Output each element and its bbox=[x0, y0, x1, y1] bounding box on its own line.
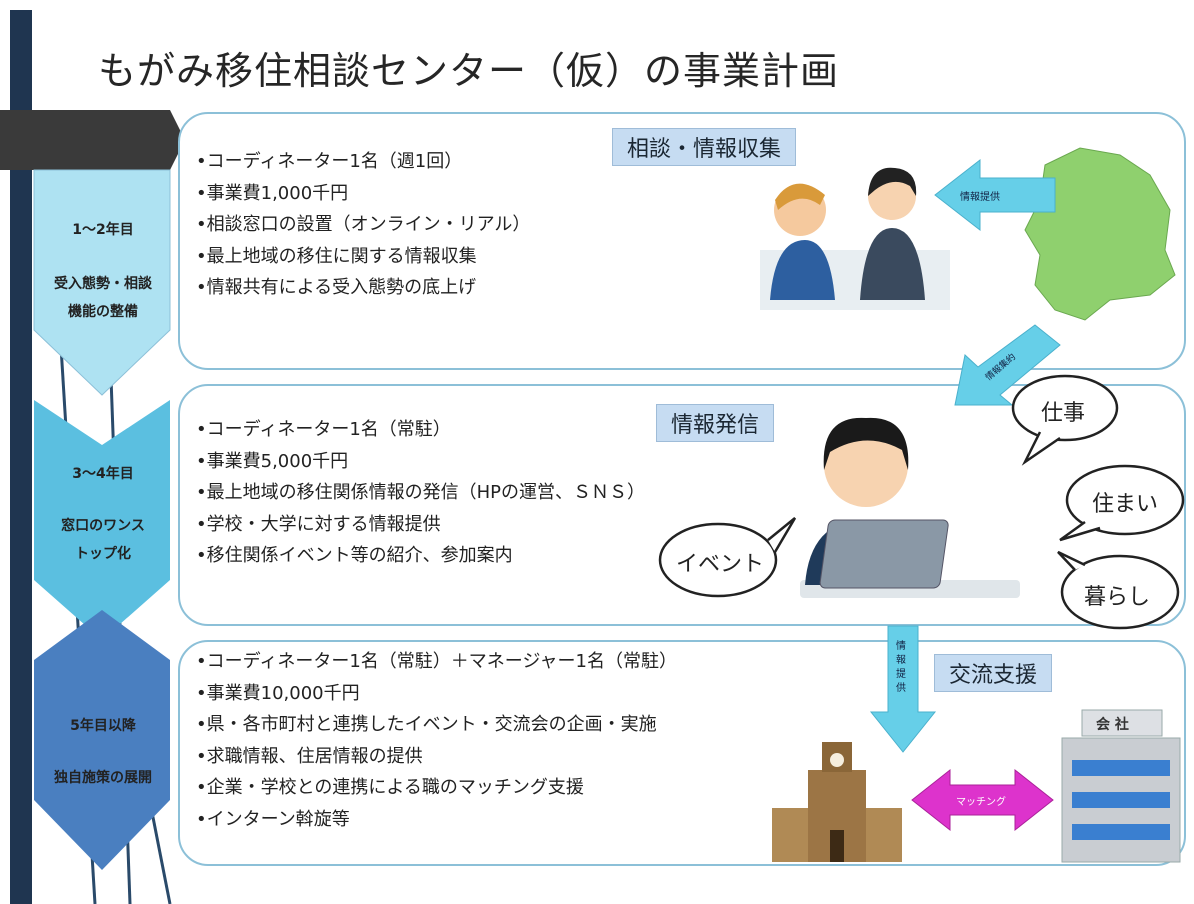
stage-chevron-1 bbox=[33, 169, 171, 396]
stage-2-line2: トップ化 bbox=[75, 546, 131, 562]
bullet-item: •コーディネーター1名（常駐）＋マネージャー1名（常駐） bbox=[196, 651, 677, 672]
bubble-housing-text: 住まい bbox=[1092, 492, 1159, 517]
tag-information: 情報発信 bbox=[656, 404, 775, 442]
stage-2-line1: 窓口のワンス bbox=[61, 518, 145, 534]
bullet-item: •インターン斡旋等 bbox=[196, 808, 350, 830]
info-provide-label: 情報提供 bbox=[960, 192, 1000, 203]
bubble-living bbox=[1060, 554, 1180, 630]
info-provide-vertical-label: 情報提供 bbox=[896, 641, 906, 694]
bullet-item: •コーディネーター1名（週1回） bbox=[196, 151, 463, 172]
bubble-work-text: 仕事 bbox=[1041, 401, 1086, 426]
panel-1-bullets: •コーディネーター1名（週1回） •事業費1,000千円 •相談窓口の設置（オン… bbox=[196, 146, 530, 304]
bubble-event bbox=[658, 522, 778, 598]
bullet-item: •情報共有による受入態勢の底上げ bbox=[196, 277, 477, 298]
panel-2-bullets: •コーディネーター1名（常駐） •事業費5,000千円 •最上地域の移住関係情報… bbox=[196, 414, 645, 572]
stage-1-line2: 機能の整備 bbox=[68, 304, 138, 320]
bubble-living-text: 暮らし bbox=[1084, 585, 1151, 610]
bullet-item: •求職情報、住居情報の提供 bbox=[196, 745, 423, 767]
stage-3-line1: 独自施策の展開 bbox=[54, 770, 152, 786]
matching-arrow bbox=[911, 768, 1054, 832]
tag-consultation: 相談・情報収集 bbox=[612, 128, 797, 166]
bubble-event-text: イベント bbox=[676, 552, 765, 577]
stage-3-period: 5年目以降 bbox=[70, 718, 136, 734]
left-accent-bar bbox=[10, 10, 32, 904]
bullet-item: •学校・大学に対する情報提供 bbox=[196, 513, 441, 535]
school-building-illustration bbox=[772, 742, 902, 862]
info-provide-down-arrow bbox=[869, 625, 937, 753]
stage-1-period: 1～2年目 bbox=[72, 222, 134, 238]
bullet-item: •企業・学校との連携による職のマッチング支援 bbox=[196, 777, 584, 798]
stage-chevron-2 bbox=[34, 400, 170, 640]
company-building-illustration bbox=[1061, 709, 1181, 863]
bubble-housing bbox=[1065, 464, 1185, 536]
panel-3-bullets: •コーディネーター1名（常駐）＋マネージャー1名（常駐） •事業費10,000千… bbox=[196, 646, 677, 835]
stage-chevrons bbox=[0, 110, 185, 904]
bullet-item: •事業費1,000千円 bbox=[196, 182, 349, 204]
bubble-work bbox=[1011, 374, 1119, 442]
page-title: もがみ移住相談センター（仮）の事業計画 bbox=[98, 49, 840, 93]
operator-illustration bbox=[800, 417, 1020, 598]
company-sign: 会 社 bbox=[1096, 717, 1129, 733]
bullet-item: •県・各市町村と連携したイベント・交流会の企画・実施 bbox=[196, 714, 657, 735]
consultation-people-illustration bbox=[760, 167, 950, 310]
tag-exchange: 交流支援 bbox=[934, 654, 1053, 692]
bullet-item: •移住関係イベント等の紹介、参加案内 bbox=[196, 545, 513, 566]
info-provide-arrow bbox=[934, 158, 1056, 232]
stage-1-line1: 受入態勢・相談 bbox=[54, 276, 152, 292]
bullet-item: •事業費10,000千円 bbox=[196, 682, 360, 704]
dark-tab bbox=[0, 110, 185, 170]
info-aggregate-arrow bbox=[954, 324, 1061, 406]
matching-label: マッチング bbox=[956, 797, 1006, 808]
bullet-item: •最上地域の移住に関する情報収集 bbox=[196, 245, 477, 267]
bullet-item: •相談窓口の設置（オンライン・リアル） bbox=[196, 214, 531, 235]
region-map bbox=[1024, 147, 1176, 321]
bullet-item: •最上地域の移住関係情報の発信（HPの運営、ＳＮＳ） bbox=[196, 482, 646, 503]
bullet-item: •コーディネーター1名（常駐） bbox=[196, 419, 451, 440]
stage-chevron-3 bbox=[34, 610, 170, 870]
bullet-item: •事業費5,000千円 bbox=[196, 450, 349, 472]
stage-2-period: 3～4年目 bbox=[72, 466, 134, 482]
